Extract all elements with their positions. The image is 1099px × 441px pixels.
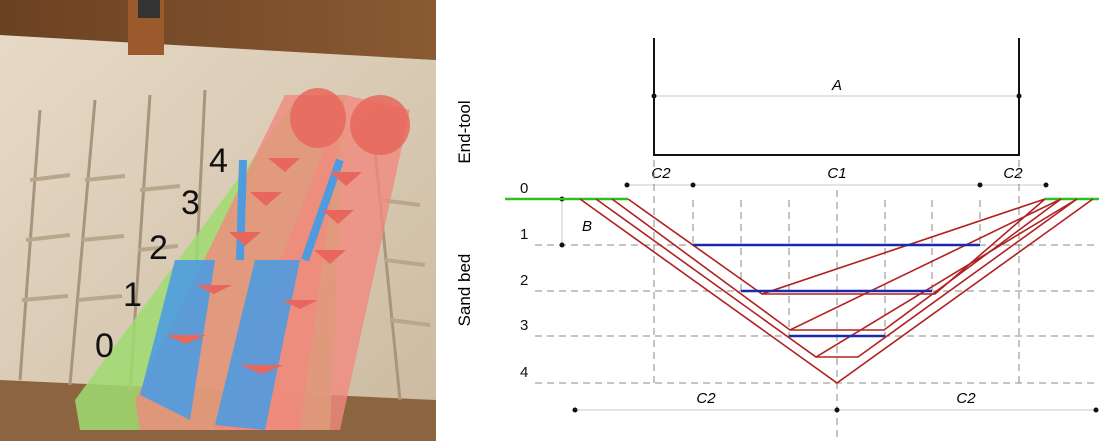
dim-c1-label: C1 [827, 165, 846, 182]
dim-c-top-dot-1 [624, 182, 630, 188]
carved-steps [21, 173, 431, 327]
cross-section-diagram: End-tool Sand bed A C2 C1 C2 [455, 38, 1099, 441]
layer-floors [693, 243, 980, 338]
funnel-head-left [290, 88, 346, 148]
blue-floor-right [215, 260, 300, 430]
cut-profile-1 [579, 198, 1094, 384]
diagram-layer-label-1: 1 [520, 226, 528, 243]
dim-c-top-dot-3 [977, 182, 983, 188]
step-markers [166, 158, 362, 374]
dim-c-top-dot-4 [1043, 182, 1049, 188]
diagram-layer-labels: 0 1 2 3 4 [520, 180, 528, 381]
layer-guides [535, 244, 1099, 384]
cut-profiles-right [762, 198, 1078, 358]
diagram-layer-label-3: 3 [520, 317, 528, 334]
dim-c2-bottom-left-label: C2 [696, 390, 716, 407]
sand-bed-label: Sand bed [455, 254, 474, 327]
dim-b-bottom-dot [559, 242, 565, 248]
dim-b-label: B [582, 218, 592, 235]
funnel-head-right [350, 95, 410, 155]
dim-c2-top-right-label: C2 [1003, 165, 1023, 182]
blue-stem-left [236, 159, 247, 261]
photo-layer-label-2: 2 [149, 229, 168, 267]
sand-bed-photo: 0 1 2 3 4 [0, 0, 436, 441]
diagram-layer-label-0: 0 [520, 180, 528, 197]
photo-layer-label-4: 4 [209, 142, 228, 180]
dim-a-label: A [831, 77, 842, 94]
photo-layer-label-0: 0 [95, 327, 114, 365]
end-tool-label: End-tool [455, 100, 474, 163]
dim-c2-bottom-dot-1 [572, 407, 578, 413]
dim-c2-top-left-label: C2 [651, 165, 671, 182]
dim-c2-bottom-dot-3 [1093, 407, 1099, 413]
photo-layer-label-3: 3 [181, 184, 200, 222]
diagram-layer-label-4: 4 [520, 364, 528, 381]
dim-c2-bottom-right-label: C2 [956, 390, 976, 407]
photo-layer-labels: 0 1 2 3 4 [95, 142, 228, 365]
diagram-layer-label-2: 2 [520, 272, 528, 289]
dim-c2-bottom-dot-2 [834, 407, 840, 413]
photo-layer-label-1: 1 [123, 276, 142, 314]
dim-c-top-dot-2 [690, 182, 696, 188]
wood-frame-top [0, 0, 436, 60]
dim-a-start-dot [651, 93, 657, 99]
tool-spindle [138, 0, 160, 18]
dim-a-end-dot [1016, 93, 1022, 99]
